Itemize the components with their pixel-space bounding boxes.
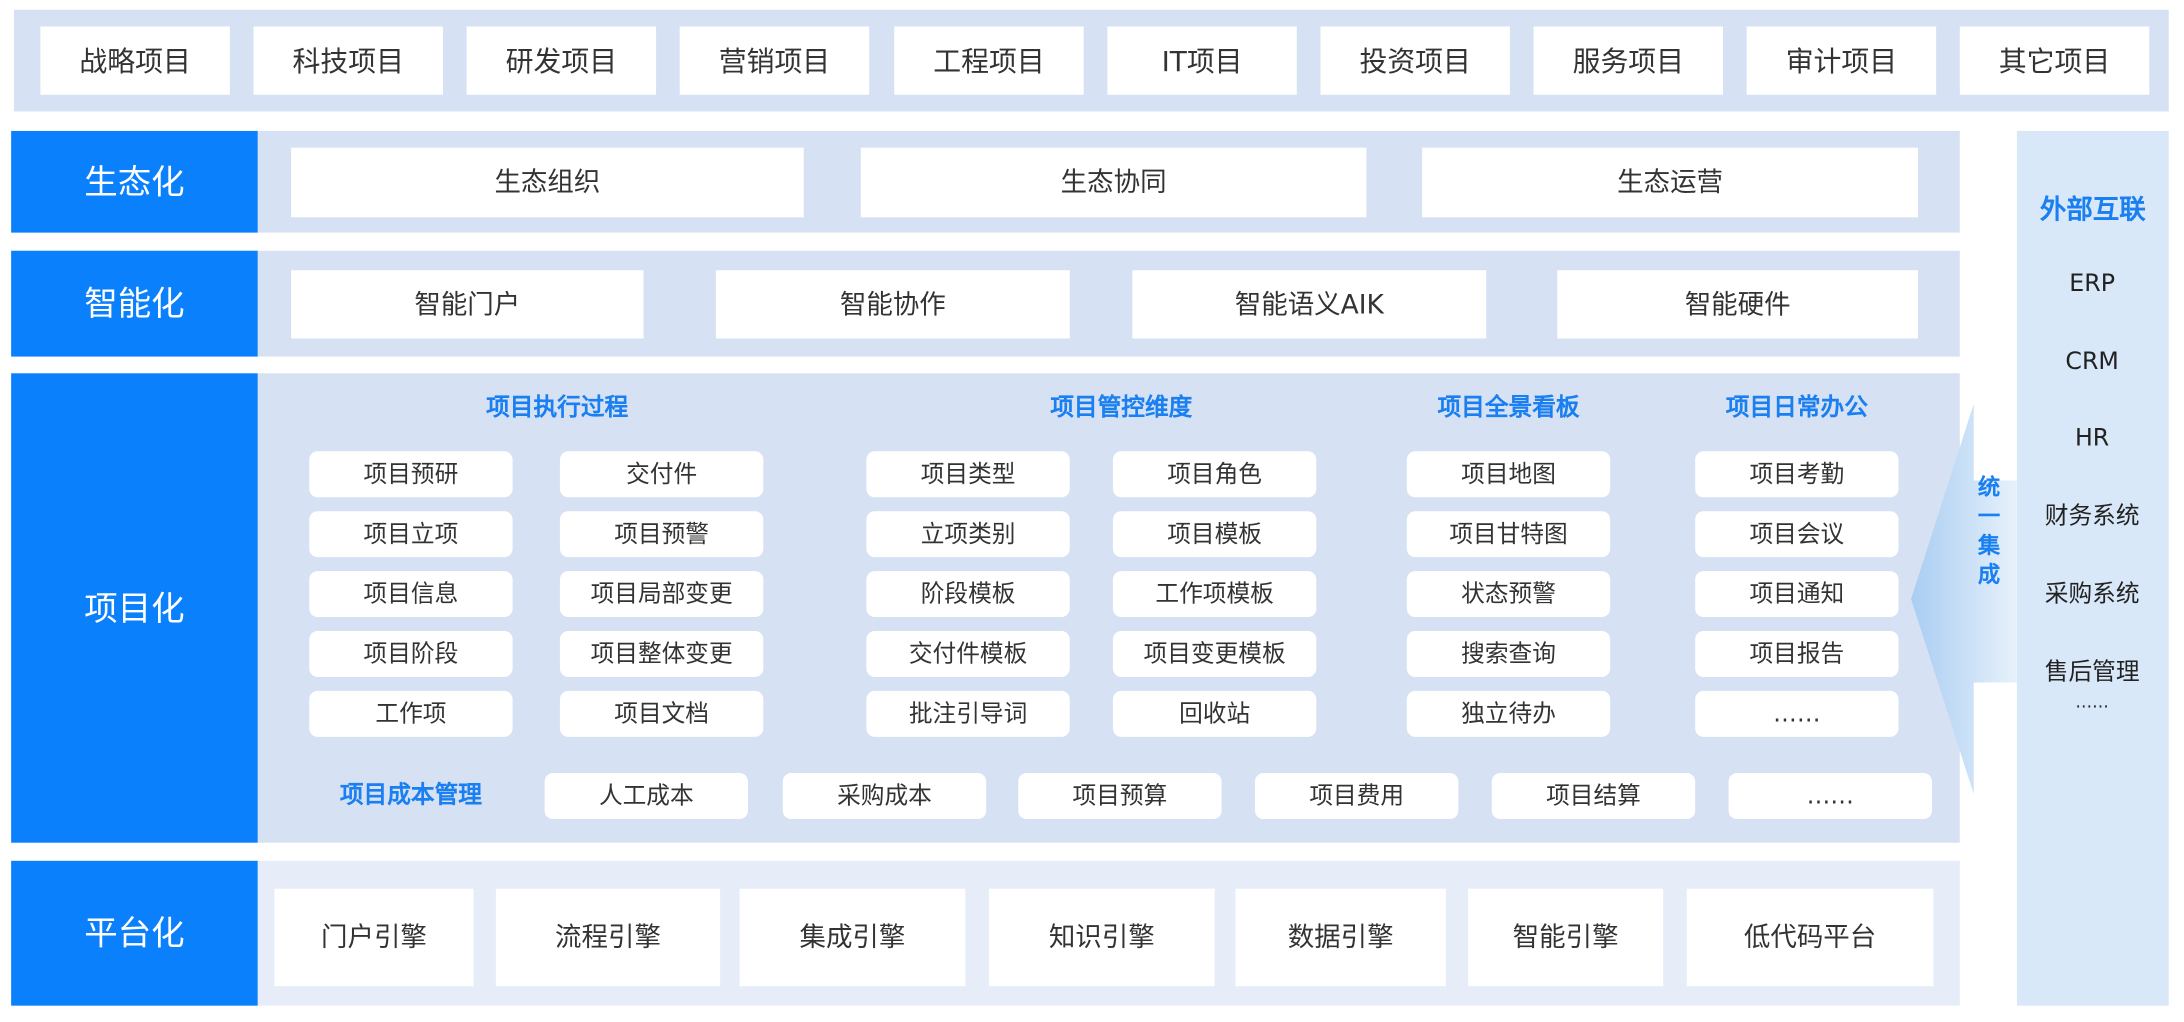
project-item[interactable]: 阶段模板 xyxy=(866,571,1070,618)
external-item[interactable]: ERP xyxy=(2069,270,2115,299)
project-item[interactable]: 回收站 xyxy=(1112,690,1317,737)
project-item[interactable]: 项目文档 xyxy=(559,690,764,737)
intelligence-item[interactable]: 智能协作 xyxy=(715,270,1070,339)
layer-label-project: 项目化 xyxy=(11,373,258,843)
project-type-8[interactable]: 审计项目 xyxy=(1746,26,1937,95)
external-item[interactable]: 采购系统 xyxy=(2044,580,2140,609)
project-type-2[interactable]: 研发项目 xyxy=(466,26,657,95)
external-systems-panel xyxy=(2016,130,2169,1006)
project-item[interactable]: 项目会议 xyxy=(1695,511,1899,558)
project-item[interactable]: 批注引导词 xyxy=(866,690,1070,737)
platform-item[interactable]: 数据引擎 xyxy=(1235,888,1446,987)
project-item[interactable]: 项目模板 xyxy=(1112,511,1317,558)
integration-arrow-icon xyxy=(1911,403,2017,794)
section-heading: 项目日常办公 xyxy=(1725,394,1868,423)
integration-label-char: 集 xyxy=(1977,532,2001,559)
project-type-6[interactable]: 投资项目 xyxy=(1320,26,1510,95)
project-item[interactable]: 交付件 xyxy=(559,451,764,498)
section-heading: 项目全景看板 xyxy=(1437,394,1580,423)
project-item[interactable]: 项目地图 xyxy=(1406,451,1611,498)
project-type-3[interactable]: 营销项目 xyxy=(679,26,870,95)
intelligence-item[interactable]: 智能语义AIK xyxy=(1132,270,1487,339)
project-type-9[interactable]: 其它项目 xyxy=(1959,26,2150,95)
external-item[interactable]: 售后管理 xyxy=(2044,658,2140,687)
project-item[interactable]: 项目报告 xyxy=(1695,630,1899,677)
project-item[interactable]: 立项类别 xyxy=(866,511,1070,558)
layer-label-intelligence: 智能化 xyxy=(11,250,258,357)
project-type-7[interactable]: 服务项目 xyxy=(1533,26,1724,95)
platform-item[interactable]: 智能引擎 xyxy=(1468,888,1664,987)
external-item[interactable]: CRM xyxy=(2065,348,2119,377)
project-item[interactable]: 项目预研 xyxy=(309,451,513,498)
platform-item[interactable]: 流程引擎 xyxy=(495,888,721,987)
project-item[interactable]: 项目通知 xyxy=(1695,571,1899,618)
project-item[interactable]: 项目变更模板 xyxy=(1112,630,1317,677)
integration-label-char: 成 xyxy=(1977,561,2001,588)
cost-item[interactable]: 项目结算 xyxy=(1491,773,1696,820)
section-heading: 项目管控维度 xyxy=(1050,394,1193,423)
external-title: 外部互联 xyxy=(2039,195,2146,226)
cost-item[interactable]: …… xyxy=(1728,773,1932,820)
project-item[interactable]: 项目考勤 xyxy=(1695,451,1899,498)
cost-item[interactable]: 项目预算 xyxy=(1018,773,1222,820)
intelligence-item[interactable]: 智能门户 xyxy=(291,270,644,339)
project-item[interactable]: 项目信息 xyxy=(309,571,513,618)
external-item[interactable]: HR xyxy=(2074,424,2110,453)
project-item[interactable]: 项目角色 xyxy=(1112,451,1317,498)
platform-item[interactable]: 门户引擎 xyxy=(274,888,474,987)
project-type-1[interactable]: 科技项目 xyxy=(253,26,443,95)
ecology-item[interactable]: 生态协同 xyxy=(860,147,1367,218)
project-item[interactable]: …… xyxy=(1695,690,1899,737)
project-item[interactable]: 独立待办 xyxy=(1406,690,1611,737)
project-item[interactable]: 工作项模板 xyxy=(1112,571,1317,618)
platform-item[interactable]: 集成引擎 xyxy=(739,888,966,987)
project-item[interactable]: 交付件模板 xyxy=(866,630,1070,677)
layer-label-ecology: 生态化 xyxy=(11,130,258,233)
ecology-item[interactable]: 生态运营 xyxy=(1422,147,1919,218)
cost-item[interactable]: 人工成本 xyxy=(544,773,748,820)
cost-item[interactable]: 项目费用 xyxy=(1255,773,1459,820)
project-type-0[interactable]: 战略项目 xyxy=(40,26,230,95)
project-item[interactable]: 项目类型 xyxy=(866,451,1070,498)
external-item[interactable]: 财务系统 xyxy=(2044,502,2140,531)
project-item[interactable]: 项目整体变更 xyxy=(559,630,764,677)
layer-label-platform: 平台化 xyxy=(11,860,258,1006)
cost-item[interactable]: 采购成本 xyxy=(782,773,987,820)
intelligence-item[interactable]: 智能硬件 xyxy=(1557,270,1919,339)
project-item[interactable]: 项目立项 xyxy=(309,511,513,558)
ecology-item[interactable]: 生态组织 xyxy=(291,147,804,218)
cost-heading: 项目成本管理 xyxy=(339,781,482,810)
platform-item[interactable]: 低代码平台 xyxy=(1686,888,1934,987)
integration-label-char: 一 xyxy=(1977,502,2001,530)
platform-item[interactable]: 知识引擎 xyxy=(988,888,1215,987)
project-item[interactable]: 项目甘特图 xyxy=(1406,511,1611,558)
project-item[interactable]: 项目预警 xyxy=(559,511,764,558)
project-band xyxy=(257,373,1960,843)
project-item[interactable]: 项目局部变更 xyxy=(559,571,764,618)
integration-label-char: 统 xyxy=(1977,473,2001,501)
project-item[interactable]: 工作项 xyxy=(309,690,513,737)
project-type-5[interactable]: IT项目 xyxy=(1107,26,1297,95)
project-type-4[interactable]: 工程项目 xyxy=(894,26,1084,95)
project-item[interactable]: 项目阶段 xyxy=(309,630,513,677)
project-item[interactable]: 搜索查询 xyxy=(1406,630,1611,677)
project-item[interactable]: 状态预警 xyxy=(1406,571,1611,618)
external-more: …… xyxy=(2075,692,2109,712)
section-heading: 项目执行过程 xyxy=(486,394,629,423)
